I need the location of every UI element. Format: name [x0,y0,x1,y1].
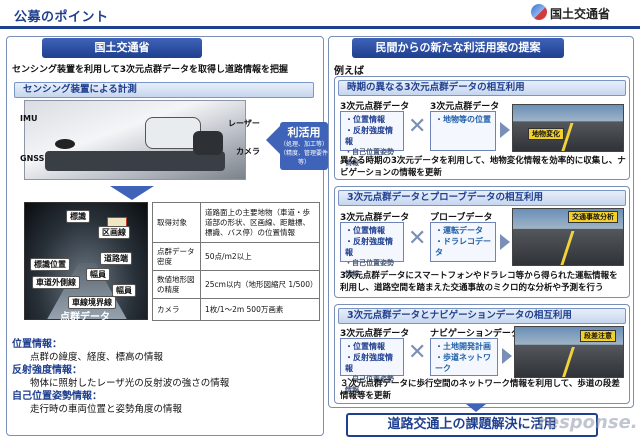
pc-label-lane-mark: 区画線 [98,226,130,239]
card-1-left-item: ・反射強度情報 [345,125,399,147]
cross-icon: ✕ [408,226,426,251]
card-1-right-item: ・地物等の位置 [435,114,491,125]
spec-row: 取得対象 道路面上の主要地物（車道・歩道部の形状、区画線、距離標、標識、バス停）… [153,203,320,243]
org-name: 国土交通省 [550,5,610,22]
spec-key: カメラ [153,299,201,321]
label-camera: カメラ [236,146,260,157]
pc-caption: 点群データ [60,308,110,323]
down-arrow-icon [110,186,154,200]
sensing-subtitle: センシング装置による計測 [14,82,314,98]
left-panel-title: 国土交通省 [42,38,202,58]
card-1-image-tag: 地物変化 [528,128,564,140]
spec-value: 1枚/1～2m 500万画素 [201,299,320,321]
spec-key: 点群データ密度 [153,243,201,271]
arrow-left-icon [266,126,280,154]
bottom-arrow-icon [466,404,486,412]
info-body-reflection: 物体に照射したレーザ光の反射波の強さの情報 [12,377,322,390]
spec-value: 25cm以内（地形図縮尺 1/500） [201,271,320,299]
utilization-box: 利活用 （処理、加工等） （精度、管理要件等） [280,122,328,170]
card-1-left-item: ・位置情報 [345,114,399,125]
card-3-arrow-icon [502,348,512,364]
pc-label-sign: 標識 [66,210,90,223]
card-3-right-item: ・土地開発計画 [435,341,493,352]
card-3-right-box: ・土地開発計画 ・歩道ネットワーク [430,338,498,376]
card-2-left-box: ・位置情報 ・反射強度情報 ・自己位置姿勢情報 [340,222,404,262]
card-3-right-item: ・歩道ネットワーク [435,352,493,374]
card-1-left-box: ・位置情報 ・反射強度情報 ・自己位置姿勢情報 [340,111,404,151]
spec-value: 道路面上の主要地物（車道・歩道部の形状、区画線、距離標、標識、バス停）の位置情報 [201,203,320,243]
card-3-title: 3次元点群データとナビゲーションデータの相互利用 [338,308,626,324]
card-3-desc: ３次元点群データに歩行空間のネットワーク情報を利用して、歩道の段差情報等を更新 [340,378,626,402]
utilization-sub2: （精度、管理要件等） [280,149,328,167]
info-head-pose: 自己位置姿勢情報： [12,390,322,403]
info-head-reflection: 反射強度情報： [12,364,322,377]
info-section: 位置情報： 点群の緯度、経度、標高の情報 反射強度情報： 物体に照射したレーザ光… [12,338,322,416]
card-3-image-tag: 段差注意 [580,330,616,342]
card-3-left-item: ・位置情報 [345,341,399,352]
pc-label-road-edge: 道路端 [100,252,132,265]
info-head-position: 位置情報： [12,338,322,351]
info-body-pose: 走行時の車両位置と姿勢角度の情報 [12,403,322,416]
card-2-arrow-icon [500,234,510,250]
card-2-title: 3次元点群データとプローブデータの相互利用 [338,190,626,206]
card-2-left-item: ・位置情報 [345,225,399,236]
info-body-position: 点群の緯度、経度、標高の情報 [12,351,322,364]
card-1-arrow-icon [500,122,510,138]
card-2-right-item: ・運転データ [435,225,491,236]
label-laser: レーザー [228,118,260,129]
card-2-image-tag: 交通事故分析 [568,211,618,223]
camera-shape [193,131,223,155]
spec-row: カメラ 1枚/1～2m 500万画素 [153,299,320,321]
label-gnss: GNSS [20,154,44,163]
label-imu: IMU [20,114,37,123]
gnss-antenna-shape [55,139,75,149]
right-panel-title: 民間からの新たな利活用案の提案 [352,38,564,58]
page-title: 公募のポイント [14,6,109,25]
spec-key: 取得対象 [153,203,201,243]
card-1-right-box: ・地物等の位置 [430,111,496,151]
pc-label-sign-position: 標識位置 [30,258,70,271]
pc-label-width-1: 幅員 [86,268,110,281]
pc-label-outer-line: 車道外側線 [32,276,80,289]
card-1-title: 時期の異なる3次元点群データの相互利用 [338,80,626,96]
spec-row: 数値地形図の精度 25cm以内（地形図縮尺 1/500） [153,271,320,299]
cross-icon: ✕ [408,114,426,139]
mlit-logo-icon [531,4,547,20]
spec-value: 50点/m2以上 [201,243,320,271]
spec-row: 点群データ密度 50点/m2以上 [153,243,320,271]
example-label: 例えば [334,62,364,77]
spec-key: 数値地形図の精度 [153,271,201,299]
card-2-left-item: ・反射強度情報 [345,236,399,258]
pc-label-width-2: 幅員 [112,284,136,297]
card-2-desc: 3次元点群データにスマートフォンやドラレコ等から得られた運転情報を利用し、道路空… [340,270,626,294]
card-2-right-box: ・運転データ ・ドラレコデータ [430,222,496,262]
spec-table: 取得対象 道路面上の主要地物（車道・歩道部の形状、区画線、距離標、標識、バス停）… [152,202,320,321]
left-lead-text: センシング装置を利用して3次元点群データを取得し道路情報を把握 [12,62,322,75]
utilization-label: 利活用 [280,126,328,140]
sensing-device-photo [24,100,246,180]
cross-icon: ✕ [408,340,426,365]
card-3-left-box: ・位置情報 ・反射強度情報 ・自己位置姿勢情報 [340,338,404,376]
utilization-sub1: （処理、加工等） [280,140,328,149]
card-1-desc: 異なる時期の3次元データを利用して、地物変化情報を効率的に収集し、ナビゲーション… [340,155,626,179]
card-2-right-item: ・ドラレコデータ [435,236,491,258]
card-3-left-item: ・反射強度情報 [345,352,399,374]
watermark: response. [538,412,638,433]
header-divider [0,26,640,29]
